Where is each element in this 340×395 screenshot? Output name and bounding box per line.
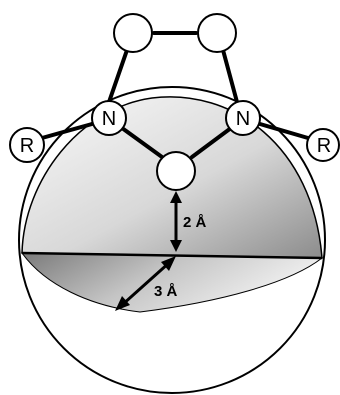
- atom-top-right: [197, 13, 237, 53]
- atoms: [9, 13, 340, 191]
- bond-n-right-r-right: [258, 122, 310, 140]
- n-right-label: N: [236, 108, 250, 130]
- atom-r-right: [306, 128, 340, 162]
- lower-shaded-lens: [21, 252, 324, 313]
- atom-r-left: [9, 127, 45, 163]
- vertical-distance-label: 2 Å: [183, 214, 207, 231]
- diagonal-distance-label: 3 Å: [154, 283, 178, 300]
- n-left-label: N: [102, 108, 116, 130]
- bond-top-right-n-right: [221, 48, 239, 104]
- bond-top-left-n-left: [107, 48, 129, 104]
- r-right-label: R: [317, 135, 331, 157]
- equator-line: [21, 251, 323, 260]
- bond-r-left-n-left: [40, 122, 94, 140]
- atom-n-left: [91, 100, 127, 136]
- atom-n-right: [225, 100, 261, 136]
- bond-n-left-bottom: [120, 126, 164, 159]
- atom-bottom-center: [156, 151, 196, 191]
- r-left-label: R: [20, 135, 34, 157]
- bond-lines: [40, 31, 310, 159]
- diagonal-dimension-arrow: [115, 256, 176, 311]
- atom-top-left: [113, 13, 153, 53]
- bond-n-right-bottom: [190, 126, 233, 159]
- vertical-dimension-arrow: [170, 191, 182, 252]
